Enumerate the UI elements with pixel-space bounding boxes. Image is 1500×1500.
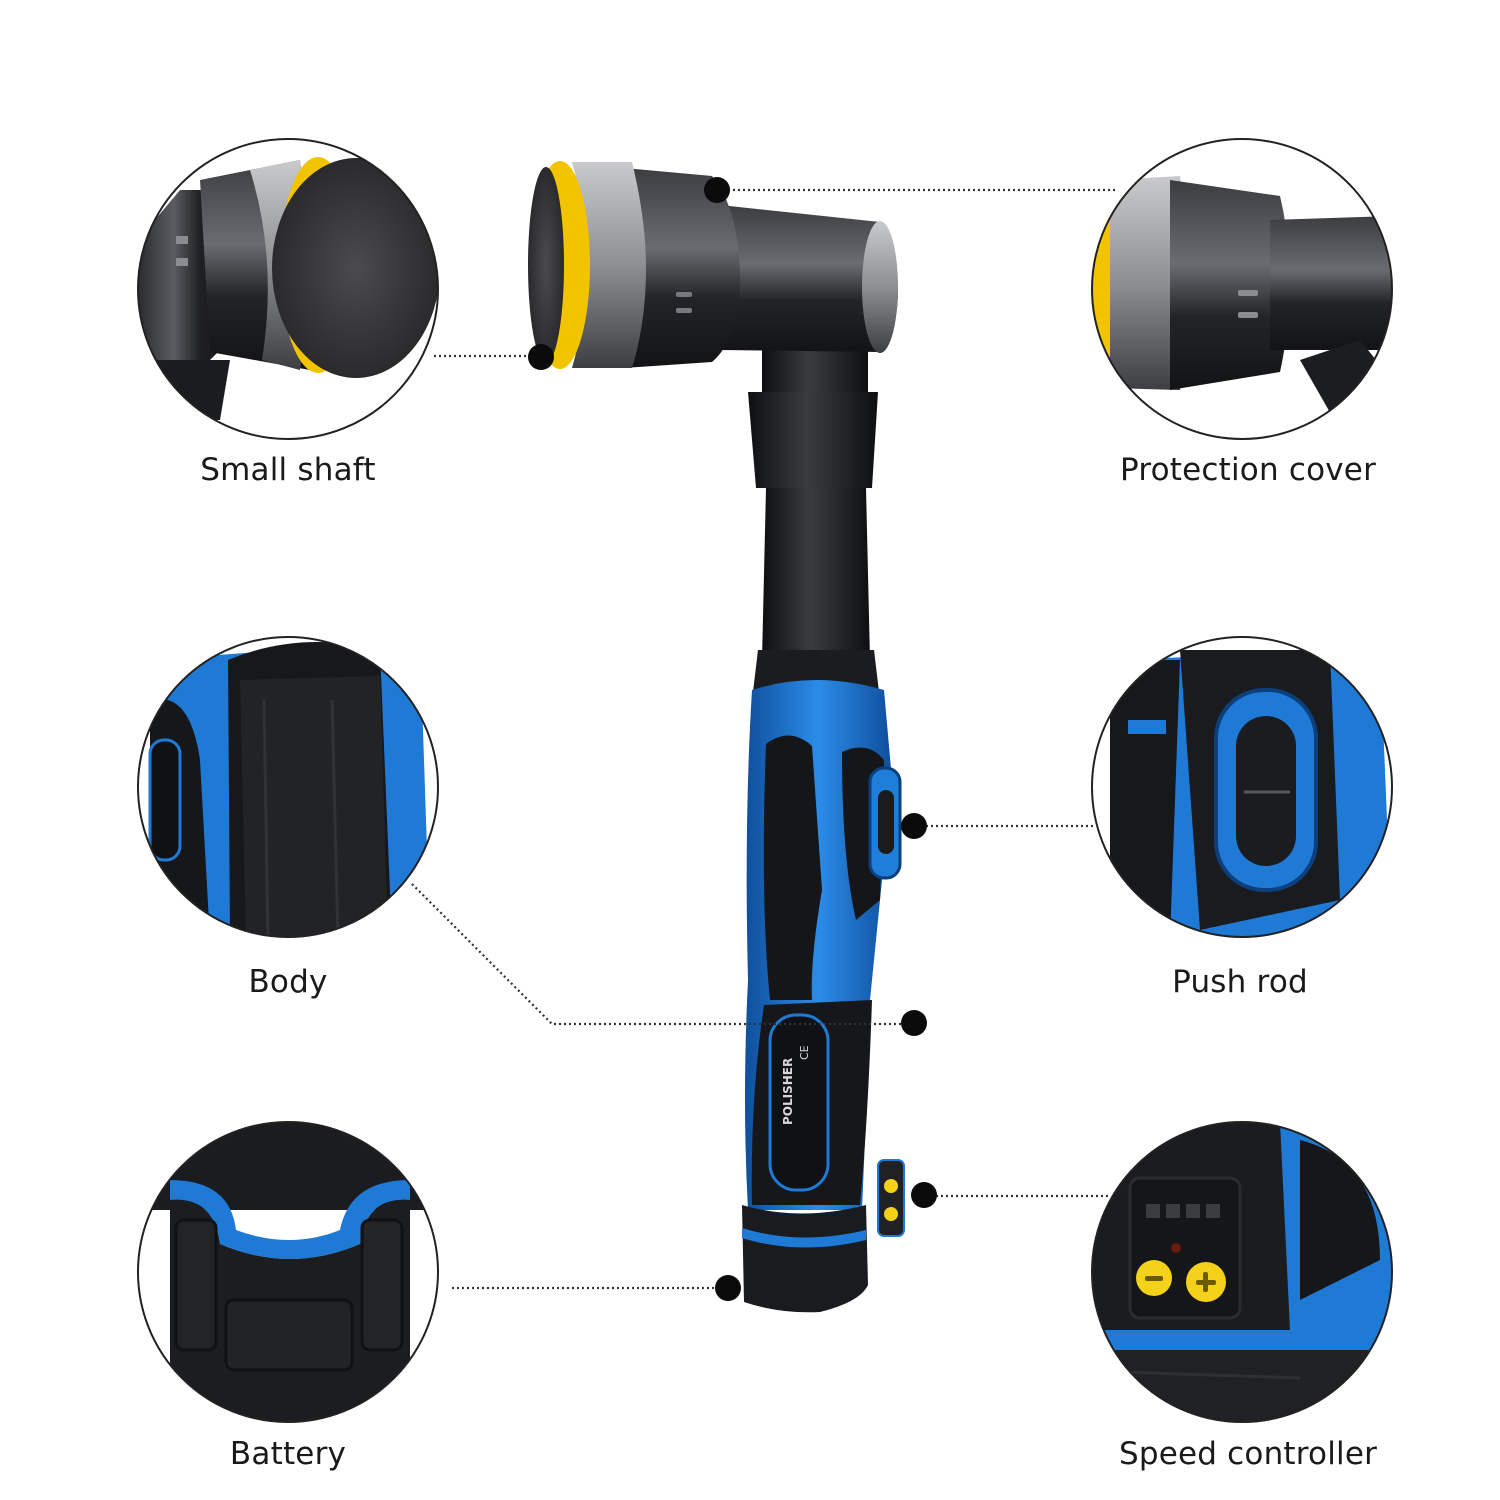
- detail-body: [137, 636, 439, 938]
- label-battery: Battery: [229, 1436, 347, 1472]
- dot-protection-cover: [704, 177, 730, 203]
- tool-head-body: [624, 168, 740, 368]
- tool-shaft-collar: [748, 392, 878, 488]
- detail-battery: [137, 1121, 439, 1423]
- dot-speed-controller: [911, 1182, 937, 1208]
- dot-push-rod: [901, 813, 927, 839]
- dot-small-shaft: [528, 344, 554, 370]
- tool-label-plate: [768, 1013, 830, 1192]
- tool-label-brand: POLISHER: [781, 1058, 795, 1125]
- tool-shaft-tube: [762, 488, 870, 660]
- detail-protection-cover: [1091, 138, 1393, 440]
- tool-label-marks: CE: [798, 1045, 811, 1060]
- label-body: Body: [248, 964, 328, 1000]
- callout-dots: [528, 177, 937, 1301]
- detail-push-rod: [1091, 636, 1393, 938]
- detail-speed-controller: [1091, 1121, 1393, 1423]
- label-protection-cover: Protection cover: [1119, 452, 1377, 488]
- plus-icon: [1186, 1262, 1226, 1302]
- tool-sanding-disc: [528, 167, 564, 363]
- label-push-rod: Push rod: [1172, 964, 1308, 1000]
- minus-icon: [1136, 1260, 1172, 1296]
- callout-lines: [411, 188, 1116, 1290]
- tool-protection-ring: [572, 162, 646, 368]
- dot-battery: [715, 1275, 741, 1301]
- leader-body: [411, 883, 904, 1026]
- detail-small-shaft: [137, 138, 439, 440]
- dot-body: [901, 1010, 927, 1036]
- tool-speed-controller: [877, 1159, 905, 1237]
- tool-head-cap: [720, 205, 898, 352]
- speed-controller-panel: [1128, 1176, 1242, 1320]
- label-speed-controller: Speed controller: [1118, 1436, 1378, 1472]
- tool-battery: [742, 1205, 868, 1313]
- label-small-shaft: Small shaft: [200, 452, 376, 488]
- tool-grip-left: [763, 735, 822, 1000]
- polisher-tool: POLISHER CE: [528, 161, 905, 1313]
